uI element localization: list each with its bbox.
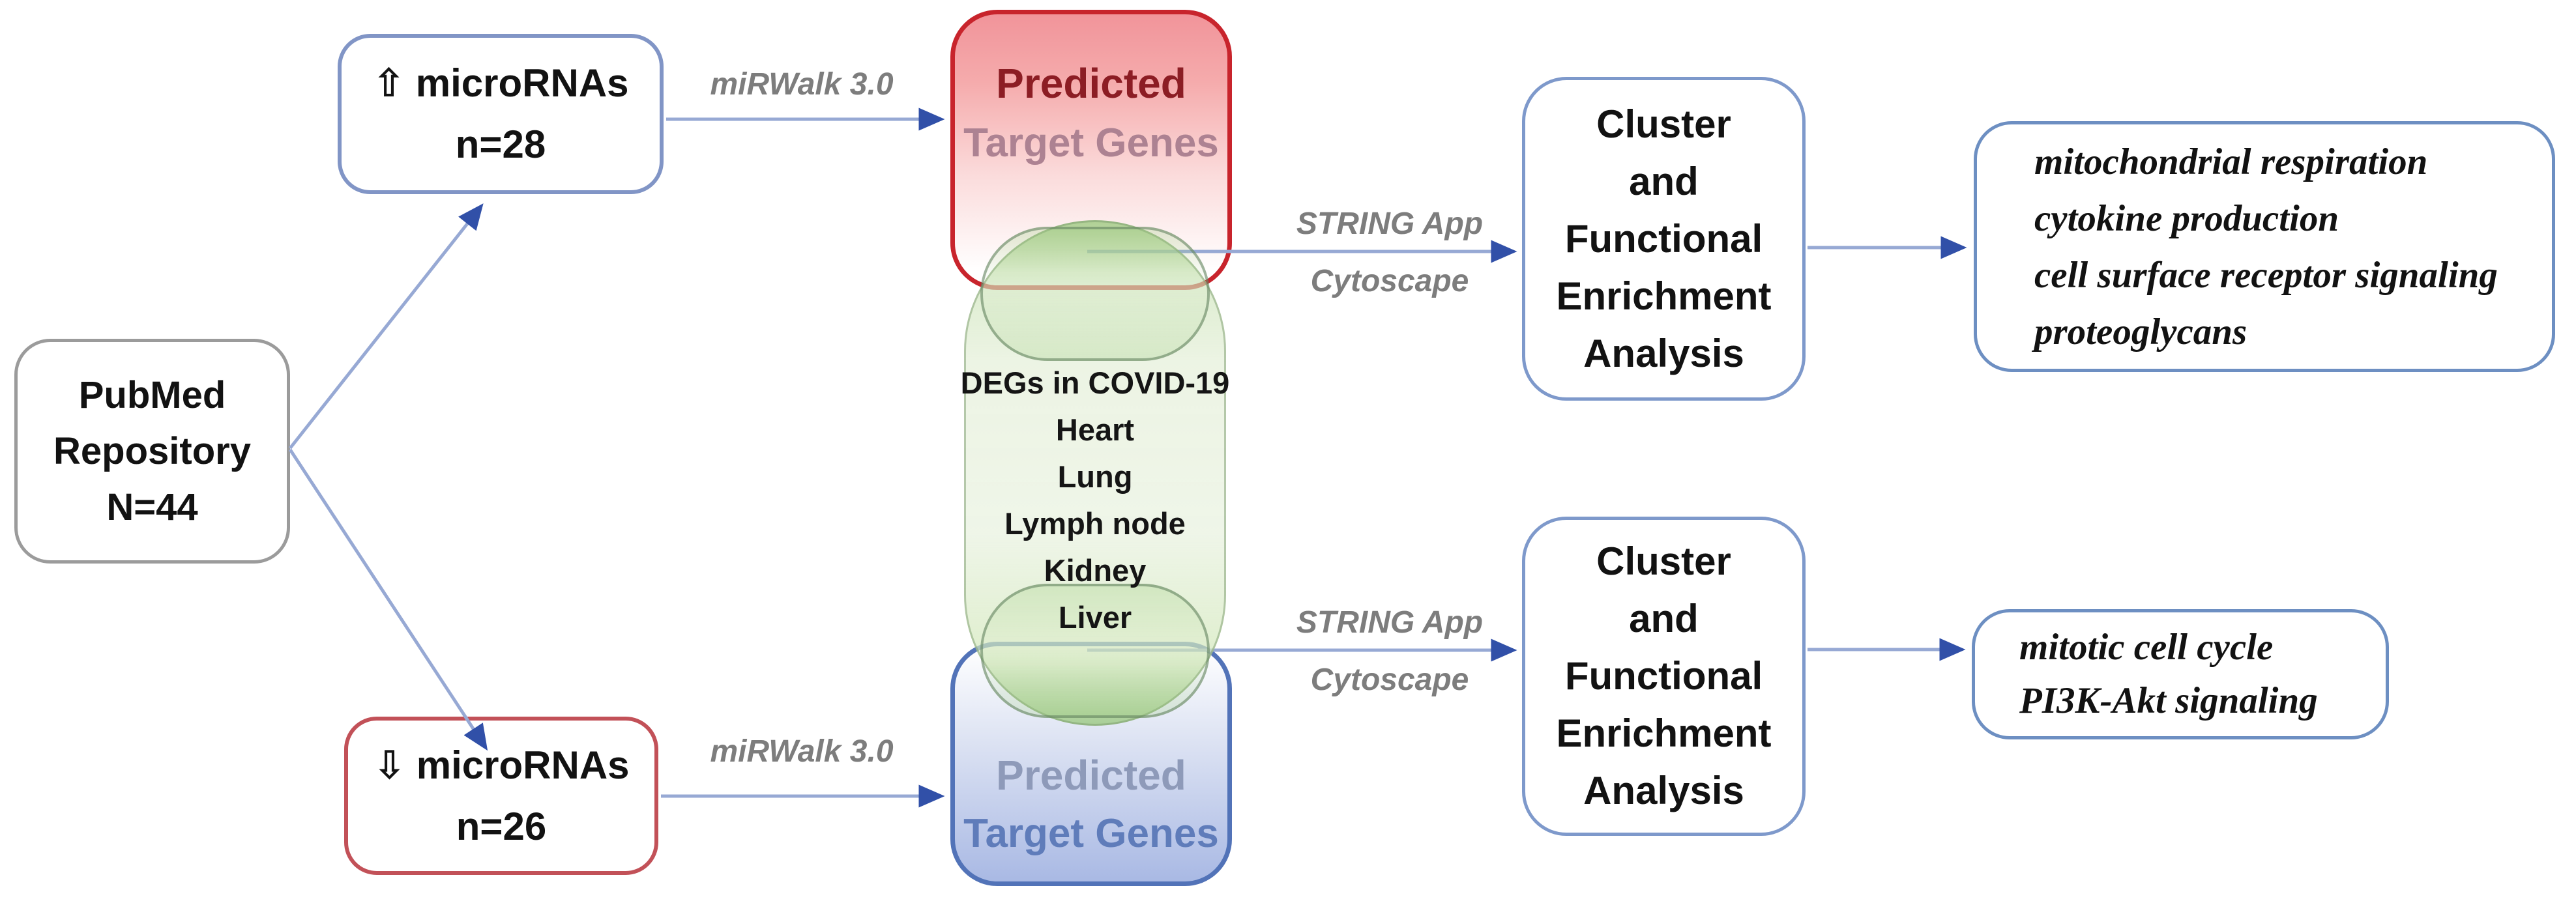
mirna-downregulated-box: ⇩ microRNAs n=26 (344, 717, 658, 875)
up-arrow-icon: ⇧ (372, 61, 405, 106)
down-arrow-icon: ⇩ (373, 742, 406, 788)
enriched-term: cytokine production (2034, 197, 2339, 239)
degs-title: DEGs in COVID-19 (960, 365, 1230, 400)
degs-text-block: DEGs in COVID-19 Heart Lung Lymph node K… (948, 360, 1242, 641)
overlap-capsule-top (980, 227, 1210, 361)
pubmed-line: PubMed (78, 373, 226, 416)
cluster-line: and (1629, 159, 1699, 203)
degs-tissue: Lymph node (1004, 506, 1186, 541)
pubmed-repository-box: PubMed Repository N=44 (14, 339, 290, 564)
cluster-line: Functional (1564, 654, 1763, 698)
mirwalk-label-top: miRWalk 3.0 (710, 67, 894, 102)
string-app-label-top: STRING App (1296, 207, 1484, 241)
mirna-up-count: n=28 (455, 122, 546, 166)
target-genes-label: Target Genes (963, 121, 1219, 165)
string-app-label-bottom: STRING App (1296, 605, 1484, 640)
cluster-line: and (1629, 597, 1699, 640)
cluster-line: Cluster (1596, 102, 1731, 146)
enriched-term: mitotic cell cycle (2019, 627, 2274, 668)
mirna-upregulated-box: ⇧ microRNAs n=28 (338, 34, 664, 194)
cluster-line: Cluster (1596, 539, 1731, 583)
arrow-pubmed-to-down-mirnas (288, 448, 488, 751)
enriched-term: PI3K-Akt signaling (2019, 680, 2318, 721)
overlap-capsule-bottom (980, 584, 1210, 718)
predicted-label: Predicted (996, 60, 1186, 107)
enriched-term: mitochondrial respiration (2034, 141, 2428, 182)
cytoscape-label-bottom: Cytoscape (1310, 663, 1469, 697)
mirna-up-label: microRNAs (415, 61, 629, 105)
cluster-line: Enrichment (1556, 274, 1772, 318)
enriched-term: cell surface receptor signaling (2034, 254, 2498, 296)
arrow-pubmed-to-up-mirnas (289, 203, 484, 450)
cluster-line: Analysis (1583, 331, 1744, 375)
cluster-analysis-box-top: Cluster and Functional Enrichment Analys… (1522, 77, 1806, 401)
degs-tissue: Heart (1055, 412, 1135, 447)
enriched-term: proteoglycans (2034, 311, 2247, 352)
pubmed-line: N=44 (106, 485, 198, 528)
mirna-down-count: n=26 (456, 804, 547, 848)
cluster-line: Enrichment (1556, 711, 1772, 755)
cytoscape-label-top: Cytoscape (1310, 264, 1469, 298)
pubmed-line: Repository (53, 429, 251, 472)
cluster-line: Analysis (1583, 769, 1744, 812)
cluster-analysis-box-bottom: Cluster and Functional Enrichment Analys… (1522, 517, 1806, 836)
degs-tissue: Lung (1057, 459, 1133, 494)
mirwalk-label-bottom: miRWalk 3.0 (710, 734, 894, 769)
predicted-label: Predicted (996, 752, 1186, 799)
degs-tissue: Liver (1058, 600, 1132, 635)
cluster-line: Functional (1564, 216, 1763, 261)
degs-tissue: Kidney (1044, 553, 1147, 588)
enriched-terms-box-top: mitochondrial respiration cytokine produ… (1974, 121, 2555, 372)
mirna-down-label: microRNAs (416, 743, 630, 787)
enriched-terms-box-bottom: mitotic cell cycle PI3K-Akt signaling (1972, 609, 2389, 739)
target-genes-label: Target Genes (963, 811, 1219, 856)
